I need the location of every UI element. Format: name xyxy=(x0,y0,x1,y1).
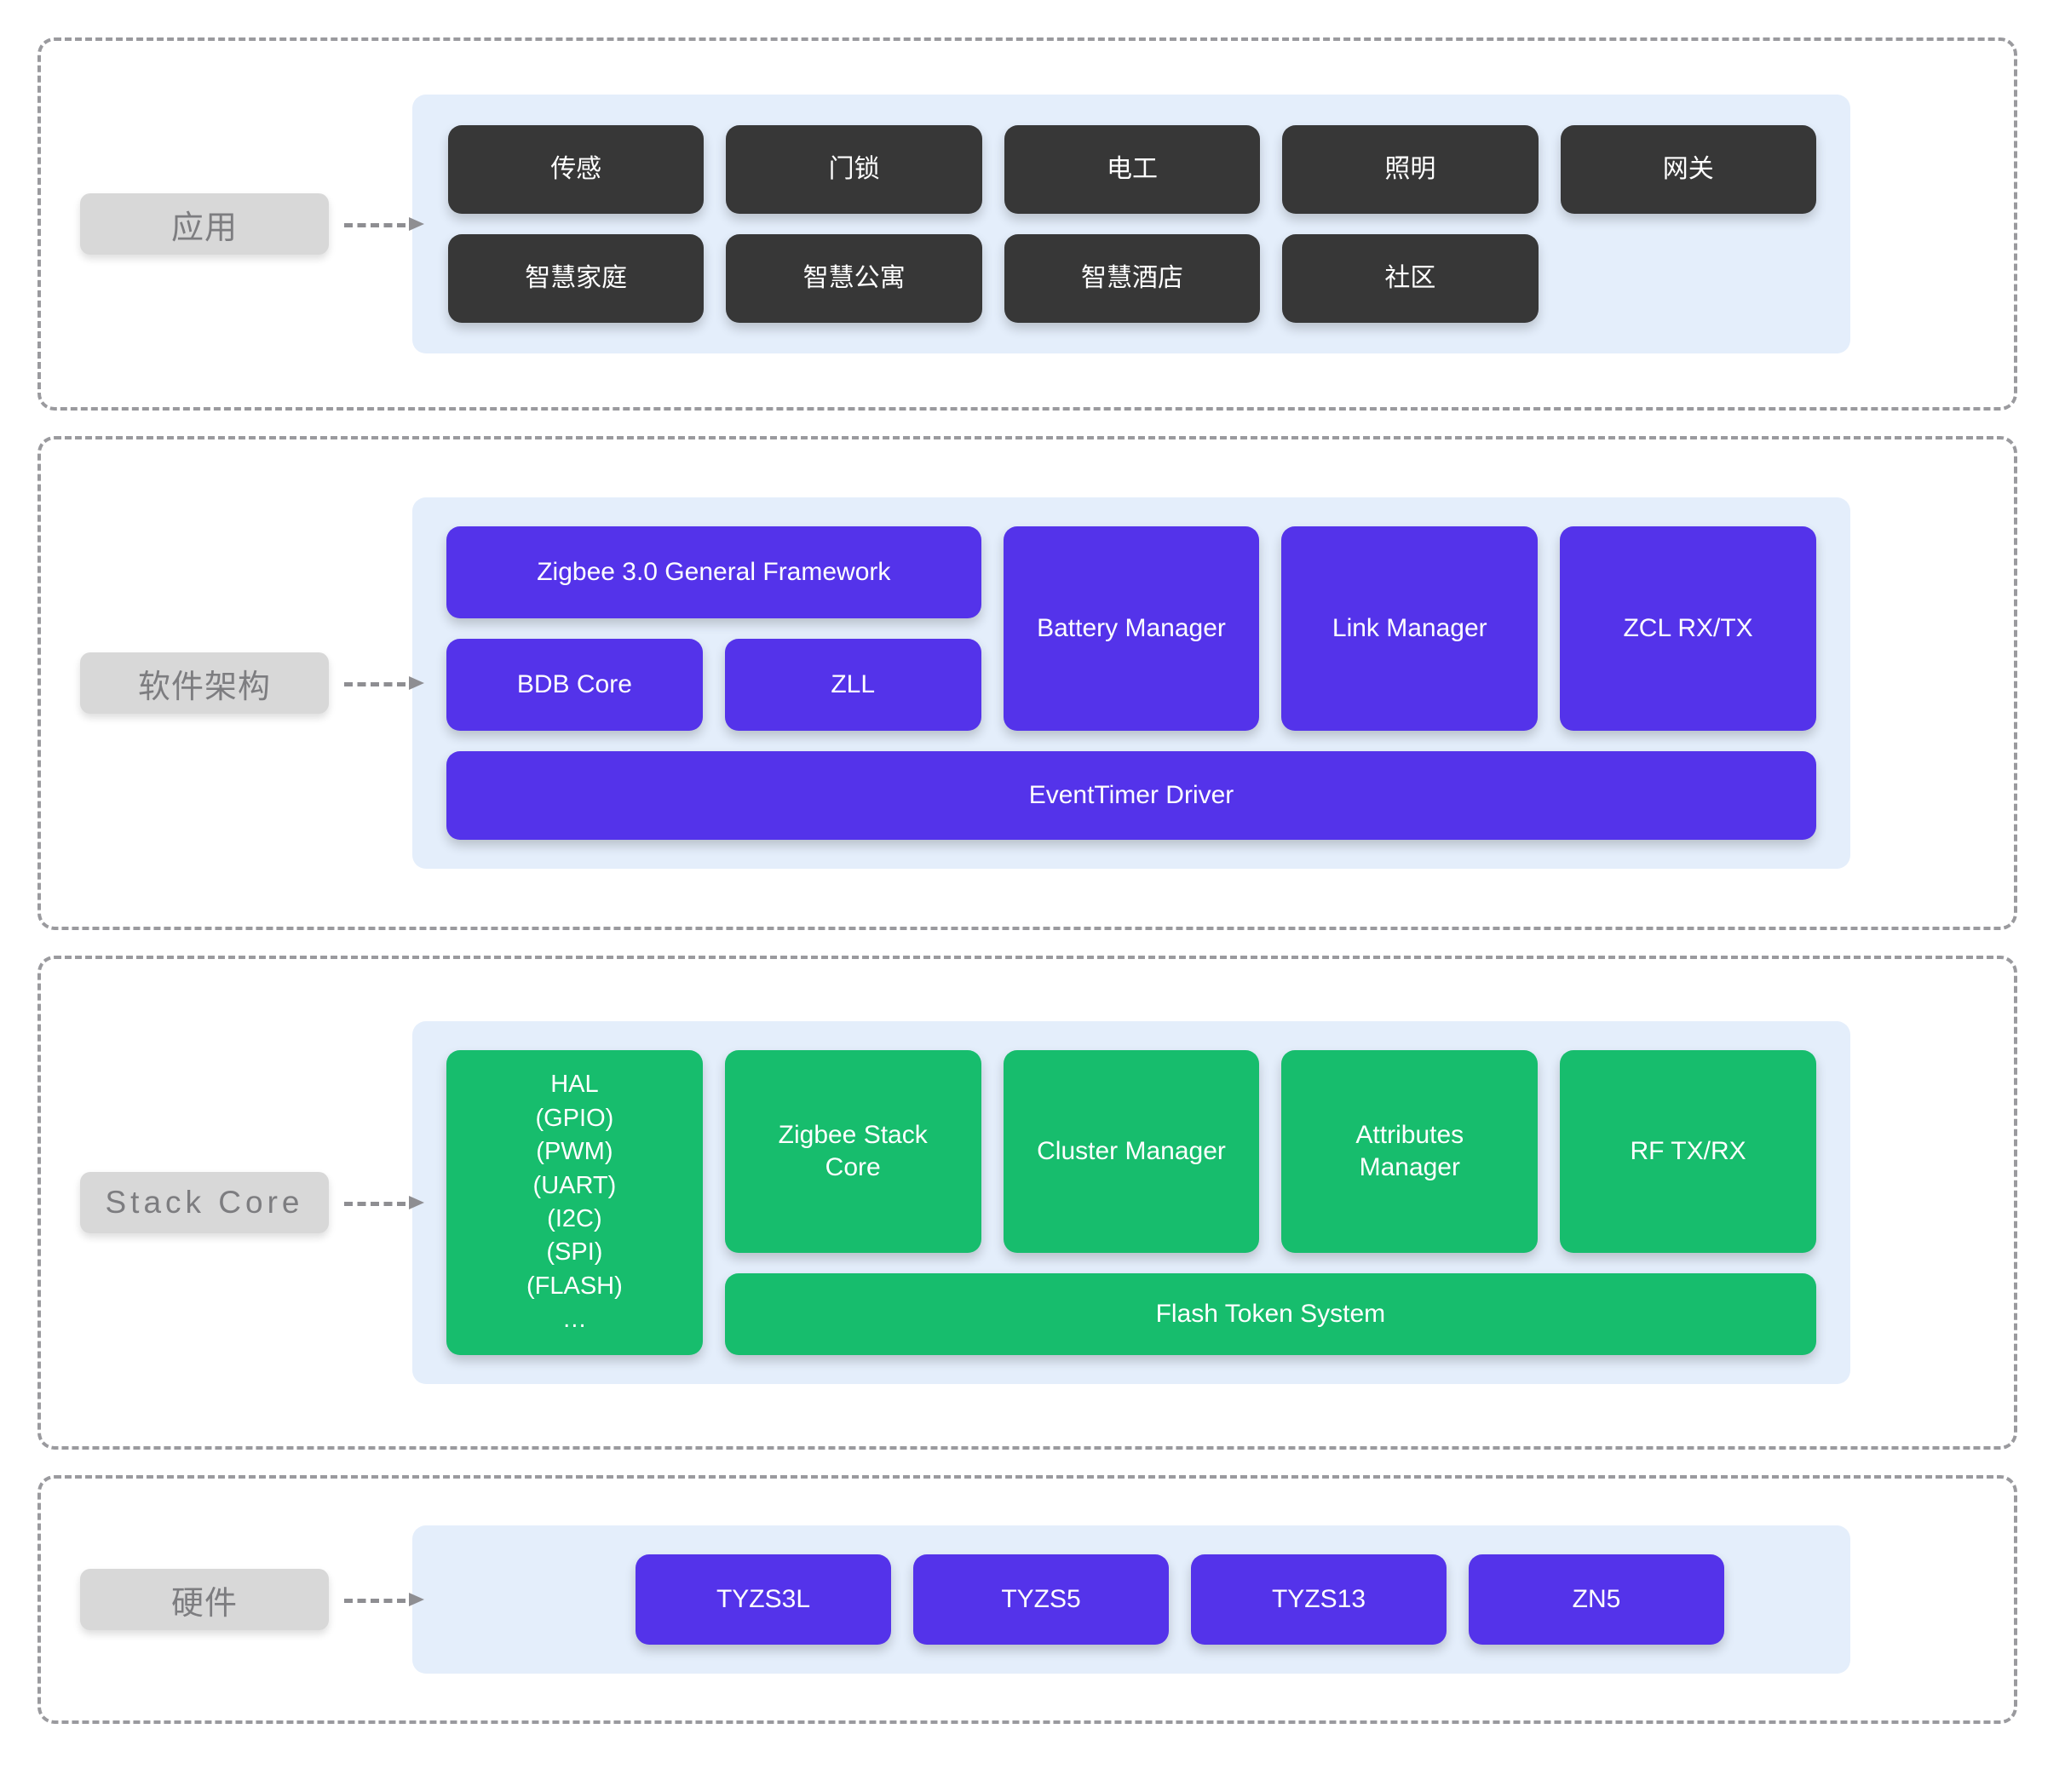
stack-node-flash-token-system[interactable]: Flash Token System xyxy=(724,1273,1816,1355)
dashed-arrow-right-icon xyxy=(344,676,424,690)
layer-label-software-architecture: 软件架构 xyxy=(80,652,329,714)
layer-software-architecture: 软件架构 Zigbee 3.0 General Framework BDB Co… xyxy=(37,436,2017,930)
hardware-panel: TYZS3L TYZS5 TYZS13 ZN5 xyxy=(412,1525,1850,1674)
app-node-smart-home[interactable]: 智慧家庭 xyxy=(448,234,705,323)
layer-label-application: 应用 xyxy=(80,193,329,255)
app-node-sensor[interactable]: 传感 xyxy=(448,125,705,214)
application-row-1: 传感 门锁 电工 照明 网关 xyxy=(448,125,1816,214)
app-node-door-lock[interactable]: 门锁 xyxy=(726,125,982,214)
software-grid: Zigbee 3.0 General Framework BDB Core ZL… xyxy=(446,526,1816,731)
stack-core-panel: HAL (GPIO) (PWM) (UART) (I2C) (SPI) (FLA… xyxy=(412,1021,1850,1384)
sw-node-link-manager[interactable]: Link Manager xyxy=(1281,526,1539,731)
layer-label-hardware: 硬件 xyxy=(80,1569,329,1630)
layer-hardware: 硬件 TYZS3L TYZS5 TYZS13 ZN5 xyxy=(37,1475,2017,1724)
layer-label-stack-core: Stack Core xyxy=(80,1172,329,1233)
stack-node-cluster-manager[interactable]: Cluster Manager xyxy=(1003,1050,1260,1253)
sw-node-bdb-core[interactable]: BDB Core xyxy=(446,639,703,731)
stack-node-attributes-manager[interactable]: Attributes Manager xyxy=(1281,1050,1539,1253)
hw-node-tyzs5[interactable]: TYZS5 xyxy=(913,1554,1169,1645)
dashed-arrow-right-icon xyxy=(344,1593,424,1606)
stack-node-zigbee-stack-core[interactable]: Zigbee Stack Core xyxy=(724,1050,981,1253)
sw-node-zcl-rx-tx[interactable]: ZCL RX/TX xyxy=(1560,526,1816,731)
sw-node-zigbee-general-framework[interactable]: Zigbee 3.0 General Framework xyxy=(446,526,981,618)
app-node-lighting[interactable]: 照明 xyxy=(1282,125,1539,214)
sw-node-zll[interactable]: ZLL xyxy=(724,639,981,731)
hw-node-tyzs13[interactable]: TYZS13 xyxy=(1191,1554,1447,1645)
app-node-gateway[interactable]: 网关 xyxy=(1560,125,1816,214)
layer-stack-label-wrap: Stack Core xyxy=(41,1172,424,1233)
application-panel: 传感 门锁 电工 照明 网关 智慧家庭 智慧公寓 智慧酒店 社区 xyxy=(412,95,1850,353)
dashed-arrow-right-icon xyxy=(344,1196,424,1209)
stack-node-hal[interactable]: HAL (GPIO) (PWM) (UART) (I2C) (SPI) (FLA… xyxy=(446,1050,703,1355)
stack-node-rf-tx-rx[interactable]: RF TX/RX xyxy=(1560,1050,1816,1253)
application-row-2: 智慧家庭 智慧公寓 智慧酒店 社区 xyxy=(448,234,1816,323)
layer-application-label-wrap: 应用 xyxy=(41,193,424,255)
layer-application: 应用 传感 门锁 电工 照明 网关 智慧家庭 智慧公寓 智慧酒店 社区 xyxy=(37,37,2017,411)
sw-node-battery-manager[interactable]: Battery Manager xyxy=(1003,526,1260,731)
hardware-module-row: TYZS3L TYZS5 TYZS13 ZN5 xyxy=(446,1554,1816,1645)
layer-software-label-wrap: 软件架构 xyxy=(41,652,424,714)
stack-core-grid: HAL (GPIO) (PWM) (UART) (I2C) (SPI) (FLA… xyxy=(446,1050,1816,1355)
app-node-electrical[interactable]: 电工 xyxy=(1004,125,1261,214)
layer-stack-core: Stack Core HAL (GPIO) (PWM) (UART) (I2C)… xyxy=(37,956,2017,1450)
dashed-arrow-right-icon xyxy=(344,217,424,231)
sw-node-event-timer-driver[interactable]: EventTimer Driver xyxy=(446,751,1816,840)
software-architecture-panel: Zigbee 3.0 General Framework BDB Core ZL… xyxy=(412,497,1850,869)
app-node-smart-hotel[interactable]: 智慧酒店 xyxy=(1004,234,1261,323)
app-node-community[interactable]: 社区 xyxy=(1282,234,1539,323)
hw-node-zn5[interactable]: ZN5 xyxy=(1469,1554,1724,1645)
hw-node-tyzs3l[interactable]: TYZS3L xyxy=(636,1554,891,1645)
app-node-smart-apartment[interactable]: 智慧公寓 xyxy=(726,234,982,323)
layer-hardware-label-wrap: 硬件 xyxy=(41,1569,424,1630)
